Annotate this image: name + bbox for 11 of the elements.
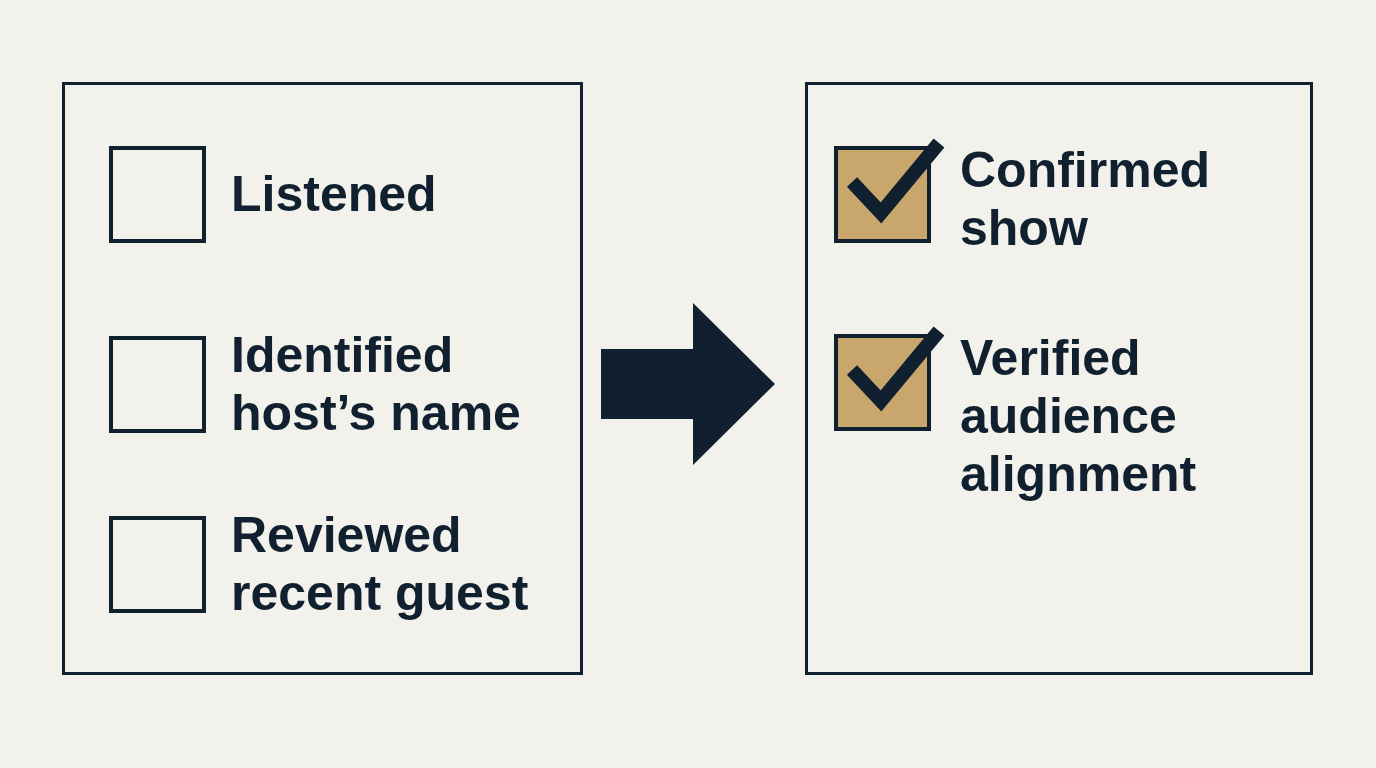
checkbox	[109, 336, 206, 433]
checklist-label: Confirmed show	[960, 141, 1211, 257]
panel	[62, 82, 583, 675]
block-arrow	[601, 303, 775, 465]
checklist-label: Identified host’s name	[231, 326, 522, 442]
panel	[805, 82, 1313, 675]
checklist-label: Reviewed recent guest	[231, 506, 530, 622]
checkbox	[109, 516, 206, 613]
checklist-label: Verified audience alignment	[960, 329, 1198, 503]
checkbox	[109, 146, 206, 243]
checklist-label: Listened	[231, 165, 437, 223]
